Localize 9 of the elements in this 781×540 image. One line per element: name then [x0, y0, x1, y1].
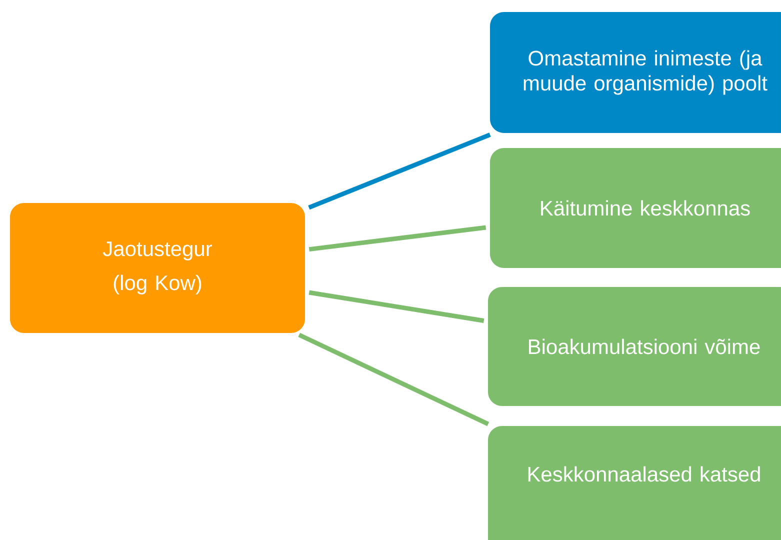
process-box: Bioakumulatsiooni võime [488, 286, 781, 406]
connector-line [308, 132, 491, 210]
connector-line [308, 290, 484, 323]
process-box: Omastamine inimeste (ja muude organismide) poolt [490, 12, 781, 133]
connector-line [308, 225, 486, 252]
process-box: Keskkonnaalased katsed [488, 426, 781, 540]
start-box: Jaotustegur (log Kow) [10, 203, 305, 333]
connector-line [298, 332, 490, 426]
process-box: Käitumine keskkonnas [490, 148, 781, 268]
